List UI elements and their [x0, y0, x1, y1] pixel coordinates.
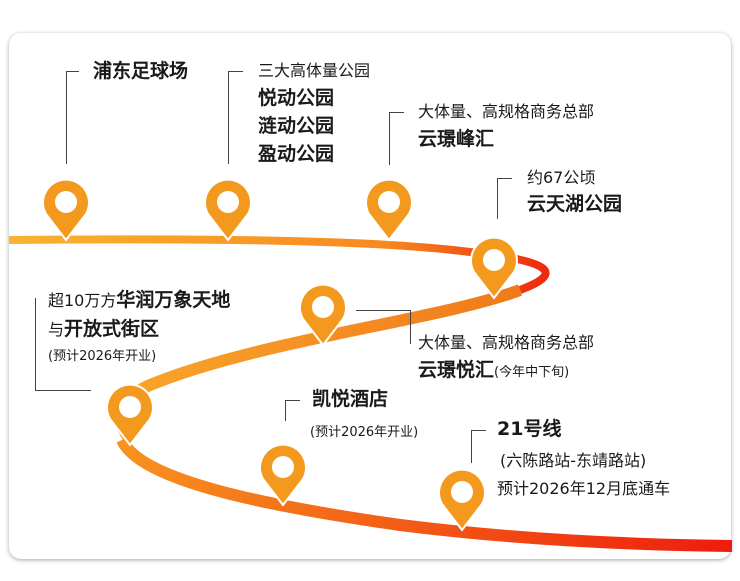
callout-line: [285, 400, 300, 421]
item-mixc-note: (预计2026年开业): [48, 349, 157, 364]
callout-line: [66, 71, 79, 164]
map-pin-icon: [204, 178, 252, 242]
map-pin-icon: [42, 178, 90, 242]
callout-line: [356, 310, 411, 344]
item-open-block: 与开放式街区: [48, 320, 159, 339]
callout-line: [497, 178, 512, 219]
item-park-1: 悦动公园: [258, 87, 335, 109]
map-pin-icon: [438, 468, 486, 532]
callout-line: [389, 112, 404, 165]
item-line-21-stations: (六陈路站-东靖路站): [500, 451, 647, 470]
map-pin-icon: [259, 443, 307, 507]
map-pin-icon: [365, 178, 413, 242]
callout-line: [35, 298, 91, 391]
item-yunjing-fenghui: 云璟峰汇: [418, 128, 495, 150]
item-hq2-subtitle: 大体量、高规格商务总部: [418, 333, 595, 352]
item-mixc-prefix: 超10万方: [48, 291, 117, 310]
item-mixc-name: 华润万象天地: [116, 289, 231, 311]
item-line-21-opening: 预计2026年12月底通车: [497, 479, 671, 498]
item-yunjing-yuehui: 云璟悦汇(今年中下旬): [418, 361, 569, 380]
item-parks-subtitle: 三大高体量公园: [258, 61, 371, 80]
road-segment-top: [8, 235, 550, 294]
item-park-2: 涟动公园: [258, 115, 335, 137]
map-pin-icon: [470, 236, 518, 300]
item-open-block-name: 开放式街区: [64, 318, 160, 340]
item-open-block-prefix: 与: [48, 320, 65, 339]
item-mixc: 超10万方华润万象天地: [48, 291, 230, 310]
item-hq-subtitle: 大体量、高规格商务总部: [418, 102, 595, 121]
item-hyatt-note: (预计2026年开业): [310, 425, 419, 440]
map-pin-icon: [299, 283, 347, 347]
callout-line: [228, 71, 243, 164]
item-hyatt: 凯悦酒店: [312, 388, 389, 410]
map-pin-icon: [106, 383, 154, 447]
item-park-3: 盈动公园: [258, 143, 335, 165]
item-pudong-stadium: 浦东足球场: [93, 60, 189, 82]
item-line-21: 21号线: [497, 418, 562, 440]
item-yunjing-yuehui-note: (今年中下旬): [494, 365, 570, 380]
item-yunjing-yuehui-name: 云璟悦汇: [418, 359, 495, 381]
item-yuntian-lake-park: 云天湖公园: [527, 193, 623, 215]
road-segment-bottom: [116, 437, 733, 552]
item-lake-subtitle: 约67公顷: [527, 168, 596, 187]
infographic-card: [9, 33, 731, 559]
callout-line: [471, 430, 486, 463]
